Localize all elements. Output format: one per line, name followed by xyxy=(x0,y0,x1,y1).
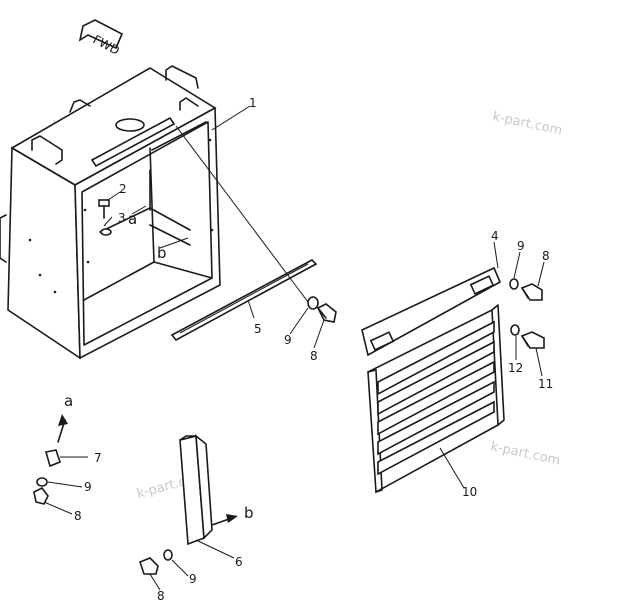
fwd-arrow-icon: FWD xyxy=(78,19,124,58)
label-part-3: 3 xyxy=(118,211,126,225)
cover-plate-4 xyxy=(361,266,502,357)
label-part-4: 4 xyxy=(491,229,499,243)
label-part-9-detail-a: 9 xyxy=(84,480,92,494)
label-part-10: 10 xyxy=(462,485,477,499)
watermark-3: k-part.com xyxy=(489,439,561,468)
label-part-9-center: 9 xyxy=(284,333,292,347)
label-part-2: 2 xyxy=(119,182,127,196)
washer-12 xyxy=(510,324,520,336)
label-ref-a-main: a xyxy=(128,210,137,228)
bolt-8-detail-a xyxy=(33,486,49,505)
label-part-9-right: 9 xyxy=(517,239,525,253)
bolt-11 xyxy=(520,331,545,349)
label-part-9-detail-b: 9 xyxy=(189,572,197,586)
washer-9-right xyxy=(509,278,519,290)
seal-strip-5 xyxy=(170,259,318,342)
radiator-guard-housing xyxy=(0,65,221,360)
clip-7 xyxy=(44,449,61,468)
bolt-8-right xyxy=(520,283,543,301)
washer-9-detail-a xyxy=(36,477,48,487)
part-labels: 1 2 3 a b 5 9 8 4 9 8 12 11 10 a 7 9 8 b… xyxy=(64,96,553,601)
leader-lines xyxy=(43,105,545,591)
bolt-2 xyxy=(98,199,110,219)
label-part-8-detail-a: 8 xyxy=(74,509,82,523)
channel-6 xyxy=(179,434,213,546)
washer-9-center xyxy=(307,296,319,310)
grille-panel-10 xyxy=(367,304,505,494)
label-part-8-detail-b: 8 xyxy=(157,589,165,601)
label-part-6: 6 xyxy=(235,555,243,569)
washer-9-detail-b xyxy=(163,549,173,561)
label-part-12: 12 xyxy=(508,361,523,375)
watermark-2: k-part.com xyxy=(491,109,563,138)
leader-housing-bolt xyxy=(175,125,309,303)
washer-3 xyxy=(100,228,112,236)
bolt-8-center xyxy=(316,303,337,323)
label-ref-b-main: b xyxy=(157,244,167,262)
label-part-5: 5 xyxy=(254,322,262,336)
label-ref-b-detail: b xyxy=(244,504,254,522)
detail-b xyxy=(139,434,238,575)
label-part-8-right: 8 xyxy=(542,249,550,263)
detail-a xyxy=(33,414,68,505)
label-part-1: 1 xyxy=(249,96,257,110)
bolt-8-detail-b xyxy=(139,557,159,575)
grille-slats xyxy=(377,320,495,476)
label-ref-a-detail: a xyxy=(64,392,73,410)
label-part-7: 7 xyxy=(94,451,102,465)
label-part-8-center: 8 xyxy=(310,349,318,363)
label-part-11: 11 xyxy=(538,377,553,391)
